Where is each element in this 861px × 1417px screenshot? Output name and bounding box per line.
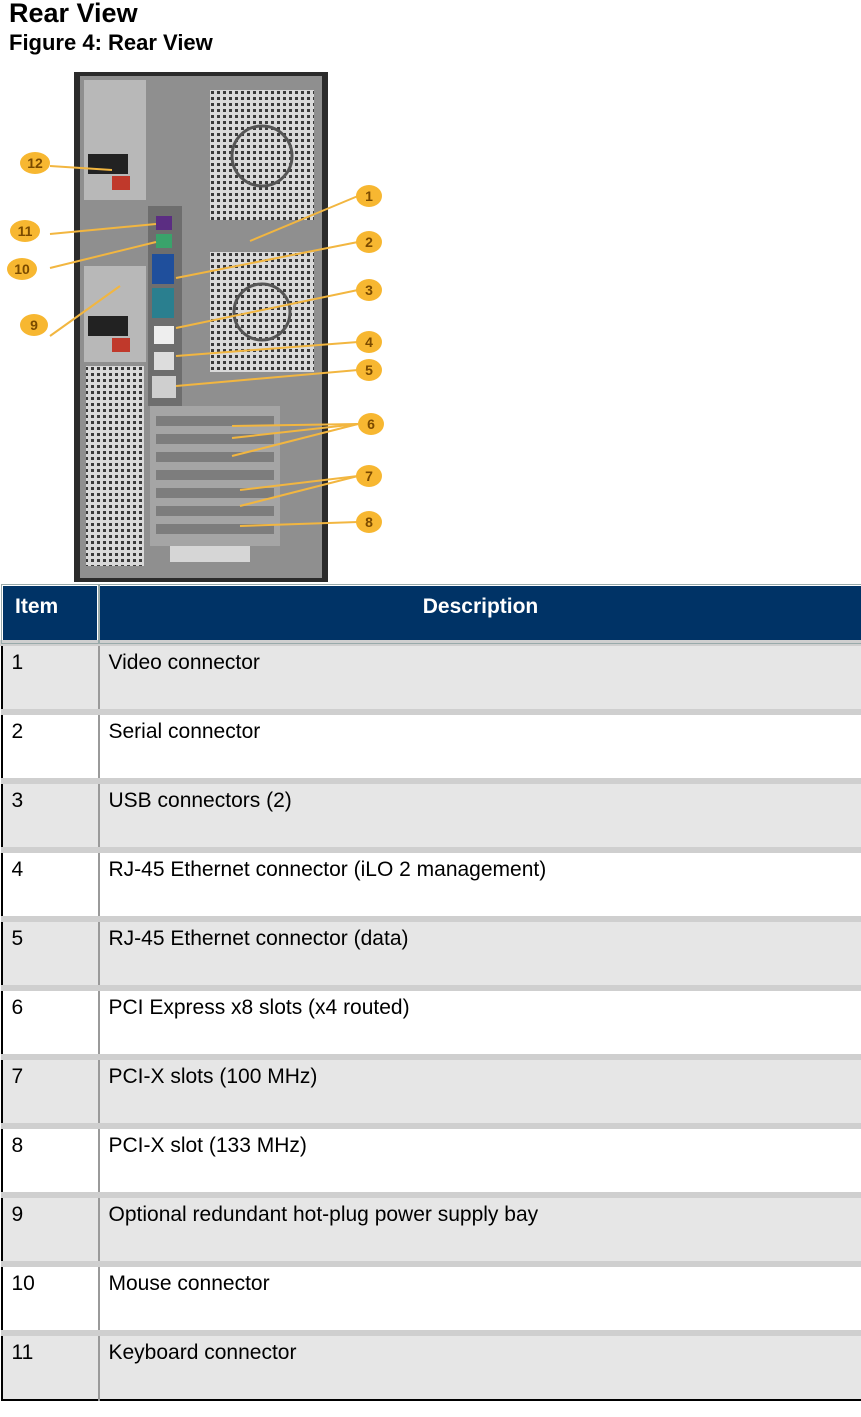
item-number-cell: 2 (1, 709, 100, 781)
fan-grill (210, 252, 314, 372)
item-description-cell: RJ-45 Ethernet connector (iLO 2 manageme… (98, 847, 861, 919)
item-number-cell: 6 (1, 985, 100, 1057)
callout-marker: 6 (358, 413, 384, 435)
server-rear-view-figure: 1 2 3 4 5 6 7 8 9 10 11 12 (7, 72, 384, 582)
item-description-cell: PCI Express x8 slots (x4 routed) (98, 985, 861, 1057)
column-header-item: Item (0, 583, 100, 645)
svg-text:2: 2 (365, 234, 373, 250)
callout-marker: 8 (356, 511, 382, 533)
item-description-cell: Video connector (98, 640, 861, 712)
callout-marker: 9 (20, 314, 48, 336)
callout-marker: 7 (356, 465, 382, 487)
item-number-cell: 3 (1, 778, 100, 850)
fan-grill (210, 90, 314, 220)
item-description-cell: Keyboard connector (98, 1330, 861, 1400)
callout-marker: 1 (356, 185, 382, 207)
item-number-cell: 4 (1, 847, 100, 919)
item-number-cell: 7 (1, 1054, 100, 1126)
svg-text:3: 3 (365, 282, 373, 298)
callout-marker: 5 (356, 359, 382, 381)
item-description-cell: RJ-45 Ethernet connector (data) (98, 916, 861, 988)
column-header-description: Description (97, 583, 861, 645)
side-vent (86, 366, 144, 566)
callout-marker: 4 (356, 331, 382, 353)
item-number-cell: 5 (1, 916, 100, 988)
callout-marker: 10 (7, 258, 37, 280)
figure-caption: Figure 4: Rear View (9, 30, 213, 55)
callout-marker: 2 (356, 231, 382, 253)
svg-text:10: 10 (14, 261, 30, 277)
svg-text:12: 12 (27, 155, 43, 171)
item-description-cell: USB connectors (2) (98, 778, 861, 850)
callout-marker: 3 (356, 279, 382, 301)
item-description-cell: Serial connector (98, 709, 861, 781)
item-description-cell: PCI-X slot (133 MHz) (98, 1123, 861, 1195)
item-description-cell: Optional redundant hot-plug power supply… (98, 1192, 861, 1264)
item-number-cell: 8 (1, 1123, 100, 1195)
svg-text:6: 6 (367, 416, 375, 432)
callout-marker: 12 (20, 152, 50, 174)
item-number-cell: 1 (1, 640, 100, 712)
svg-text:9: 9 (30, 317, 38, 333)
svg-text:5: 5 (365, 362, 373, 378)
svg-text:11: 11 (18, 223, 33, 239)
svg-text:1: 1 (365, 188, 373, 204)
item-number-cell: 11 (1, 1330, 100, 1400)
item-description-cell: Mouse connector (98, 1261, 861, 1333)
item-number-cell: 9 (1, 1192, 100, 1264)
item-number-cell: 10 (1, 1261, 100, 1333)
svg-text:8: 8 (365, 514, 373, 530)
svg-text:7: 7 (365, 468, 373, 484)
svg-text:4: 4 (365, 334, 373, 350)
item-description-cell: PCI-X slots (100 MHz) (98, 1054, 861, 1126)
callout-marker: 11 (10, 220, 40, 242)
page-title: Rear View (9, 0, 138, 28)
